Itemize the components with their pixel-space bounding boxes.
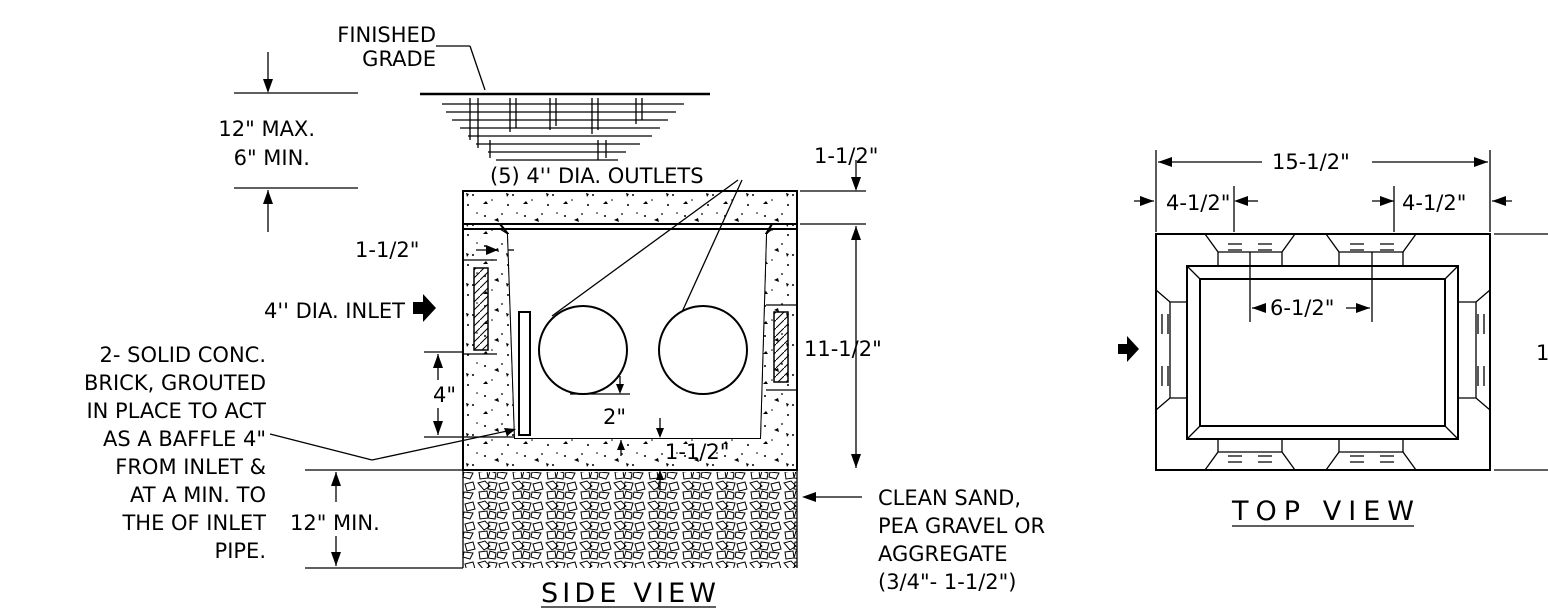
baffle-note-leader (269, 433, 373, 461)
end-left-label: 4-1/2" (1166, 191, 1230, 215)
finished-grade (420, 45, 710, 161)
overall-width-label: 15-1/2" (1272, 150, 1350, 174)
top-view: 15-1/2" 4-1/2" 4-1/2" 6-1/2" 1 TOP VIEW (1118, 150, 1548, 527)
cover-max-label: 12" MAX. (218, 117, 315, 141)
interior-height-label: 11-1/2" (804, 337, 882, 361)
baffle-height-label: 4" (433, 383, 456, 407)
baffle-note-line: IN PLACE TO ACT (86, 399, 266, 423)
baffle-note-line: FROM INLET & (115, 455, 266, 479)
gravel-bedding (463, 472, 797, 568)
side-view: FINISHED GRADE 12" MAX. 6" MIN. (5) 4'' … (84, 23, 1045, 609)
outlets-label: (5) 4'' DIA. OUTLETS (490, 164, 704, 188)
baffle-note-line: AS A BAFFLE 4" (103, 427, 266, 451)
top-view-outline (1155, 233, 1491, 471)
lid (462, 190, 798, 225)
baffle-note-line: BRICK, GROUTED (84, 371, 266, 395)
base-depth-label: 12" MIN. (290, 511, 380, 535)
top-outlet-stubs (1155, 233, 1491, 471)
end-right-label: 4-1/2" (1402, 191, 1466, 215)
baffle-note-line: AT A MIN. TO (130, 483, 266, 507)
lid-thickness-dimension (800, 160, 866, 225)
cover-min-label: 6" MIN. (234, 146, 310, 170)
side-view-title: SIDE VIEW (541, 578, 716, 609)
bedding-note-line: (3/4"- 1-1/2") (878, 570, 1017, 594)
wall-thickness-label: 1-1/2" (355, 238, 419, 262)
interior-height-dimension (851, 226, 861, 468)
baffle-note-line: PIPE. (215, 539, 266, 563)
baffle-note-line: THE OF INLET (121, 511, 266, 535)
base-depth-dimension (305, 469, 463, 569)
bedding-note-line: CLEAN SAND, (878, 486, 1021, 510)
inlet-label: 4'' DIA. INLET (264, 299, 405, 323)
finished-grade-label: GRADE (362, 47, 436, 71)
outlet-clearance-label: 2" (603, 405, 626, 429)
bedding-note-line: PEA GRAVEL OR (878, 514, 1045, 538)
lid-thickness-label: 1-1/2" (814, 144, 878, 168)
end-dimension (1134, 186, 1512, 232)
wall-thickness-dimension (476, 245, 514, 255)
outlet-clearance-dimension (570, 376, 630, 395)
box-body (462, 223, 798, 471)
baffle-height-dimension (424, 351, 515, 438)
baffle-note: 2- SOLID CONC. BRICK, GROUTED IN PLACE T… (84, 343, 266, 563)
outlet-spacing-dimension (1249, 252, 1373, 322)
base-thickness-dimension (617, 418, 664, 490)
height-dimension (1494, 233, 1548, 471)
top-inlet-arrow-icon (1118, 336, 1139, 362)
cover-depth-dimension (234, 52, 358, 232)
baffle-note-line: 2- SOLID CONC. (100, 343, 266, 367)
height-label: 1 (1536, 341, 1548, 365)
finished-grade-label: FINISHED (337, 23, 436, 47)
outlet-pipe (658, 305, 748, 395)
bedding-note: CLEAN SAND, PEA GRAVEL OR AGGREGATE (3/4… (878, 486, 1045, 594)
outlet-spacing-label: 6-1/2" (1270, 296, 1334, 320)
overall-width-dimension (1155, 150, 1491, 232)
bedding-note-line: AGGREGATE (878, 542, 1008, 566)
inlet-arrow-icon (413, 294, 436, 322)
base-thickness-label: 1-1/2" (665, 440, 729, 464)
baffle-brick (518, 311, 531, 436)
top-view-title: TOP VIEW (1231, 496, 1414, 527)
outlet-leaders (551, 179, 743, 317)
